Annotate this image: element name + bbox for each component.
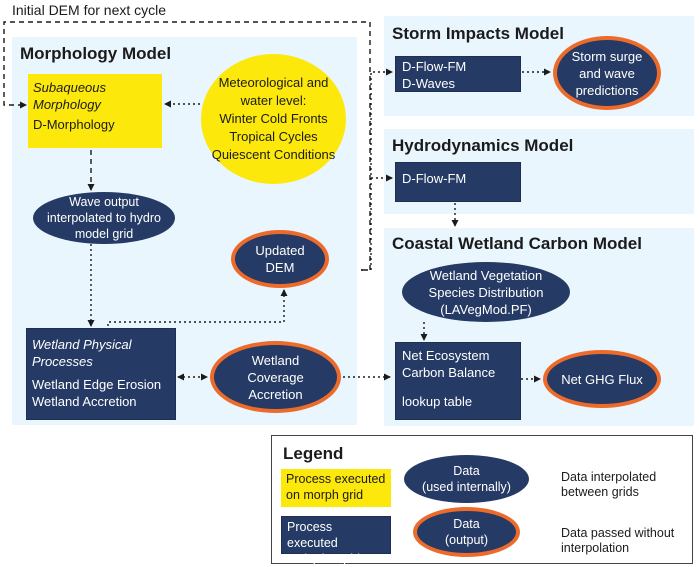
- legend-interp-line2: between grids: [561, 485, 639, 499]
- lookup-table-text: lookup table: [402, 394, 473, 409]
- legend-morph-grid: Process executed on morph grid: [281, 469, 391, 507]
- subaqueous-line1: Subaqueous: [33, 80, 107, 95]
- storm-dflow-box: D-Flow-FM D-Waves: [395, 56, 521, 92]
- updated-dem-ellipse: Updated DEM: [231, 230, 329, 288]
- vegetation-ellipse: Wetland Vegetation Species Distribution …: [402, 262, 570, 322]
- wetland-physical-box: Wetland Physical Processes Wetland Edge …: [26, 328, 176, 420]
- veg-line1: Wetland Vegetation: [429, 267, 543, 283]
- net-ghg-ellipse: Net GHG Flux: [543, 350, 661, 408]
- meteo-line3: Winter Cold Fronts: [219, 111, 328, 126]
- net-ecosystem-box: Net Ecosystem Carbon Balance lookup tabl…: [395, 342, 521, 420]
- predictions-line1: Storm surge: [571, 48, 643, 64]
- legend-output-line2: (output): [444, 533, 489, 547]
- hydro-box-text: D-Flow-FM: [402, 171, 467, 186]
- wetland-physical-line2: Processes: [32, 354, 93, 369]
- legend-hydro-grid: Process executed on hydro grid: [281, 516, 391, 566]
- legend-data-internal: Data (used internally): [404, 455, 529, 503]
- coverage-line2: Coverage: [247, 369, 304, 385]
- wetland-physical-line1: Wetland Physical: [32, 337, 132, 352]
- hydro-dflow-box: D-Flow-FM: [395, 162, 521, 202]
- subaqueous-line2: Morphology: [33, 97, 101, 112]
- wave-output-ellipse: Wave output interpolated to hydro model …: [33, 192, 175, 244]
- legend-output-line1: Data: [453, 517, 480, 531]
- storm-predictions-ellipse: Storm surge and wave predictions: [553, 36, 661, 110]
- legend-passed-line1: Data passed without: [561, 526, 675, 540]
- net-eco-line1: Net Ecosystem: [402, 348, 490, 363]
- storm-box-line2: D-Waves: [402, 76, 455, 91]
- morphology-title: Morphology Model: [20, 44, 172, 63]
- legend-morph-line1: Process executed: [286, 472, 386, 486]
- legend-hydro-line1: Process executed: [287, 520, 338, 550]
- legend-interp-line1: Data interpolated: [561, 470, 657, 484]
- meteo-line1: Meteorological and: [218, 75, 329, 90]
- legend-morph-line2: on morph grid: [286, 488, 364, 502]
- wetland-physical-line4: Wetland Accretion: [32, 394, 137, 409]
- legend-hydro-line2: on hydro grid: [287, 552, 360, 566]
- net-eco-line2: Carbon Balance: [402, 365, 496, 380]
- legend-data-output: Data (output): [413, 507, 520, 557]
- legend-interp-label: Data interpolated between grids: [561, 470, 656, 500]
- meteorological-ellipse: Meteorological and water level: Winter C…: [201, 54, 346, 184]
- hydro-title: Hydrodynamics Model: [392, 136, 574, 155]
- wetland-physical-line3: Wetland Edge Erosion: [32, 377, 162, 392]
- meteo-line4: Tropical Cycles: [229, 129, 318, 144]
- legend-internal-line1: Data: [453, 464, 480, 478]
- wave-line1: Wave output: [69, 195, 139, 209]
- storm-title: Storm Impacts Model: [392, 24, 564, 43]
- dem-line2: DEM: [265, 260, 295, 275]
- coverage-line1: Wetland: [251, 352, 300, 368]
- predictions-line2: and wave: [579, 65, 635, 81]
- subaqueous-morphology-box: Subaqueous Morphology D-Morphology: [28, 74, 162, 148]
- dem-line1: Updated: [255, 243, 305, 258]
- legend-passed-line2: interpolation: [561, 541, 630, 555]
- initial-dem-label: Initial DEM for next cycle: [12, 2, 167, 18]
- wave-line3: model grid: [74, 227, 134, 241]
- storm-box-line1: D-Flow-FM: [402, 59, 467, 74]
- coverage-line3: Accretion: [248, 386, 303, 402]
- meteo-line5: Quiescent Conditions: [211, 147, 336, 162]
- veg-line2: Species Distribution: [428, 284, 544, 300]
- legend-title: Legend: [283, 444, 344, 463]
- subaqueous-line3: D-Morphology: [33, 117, 115, 132]
- veg-line3: (LAVegMod.PF): [440, 301, 532, 317]
- ghg-text: Net GHG Flux: [561, 371, 643, 387]
- meteo-line2: water level:: [240, 93, 307, 108]
- wave-line2: interpolated to hydro: [47, 211, 161, 225]
- predictions-line3: predictions: [575, 82, 639, 98]
- wetland-coverage-ellipse: Wetland Coverage Accretion: [210, 341, 341, 413]
- carbon-title: Coastal Wetland Carbon Model: [392, 234, 642, 253]
- legend-passed-label: Data passed without interpolation: [561, 526, 674, 556]
- legend-internal-line2: (used internally): [422, 480, 511, 494]
